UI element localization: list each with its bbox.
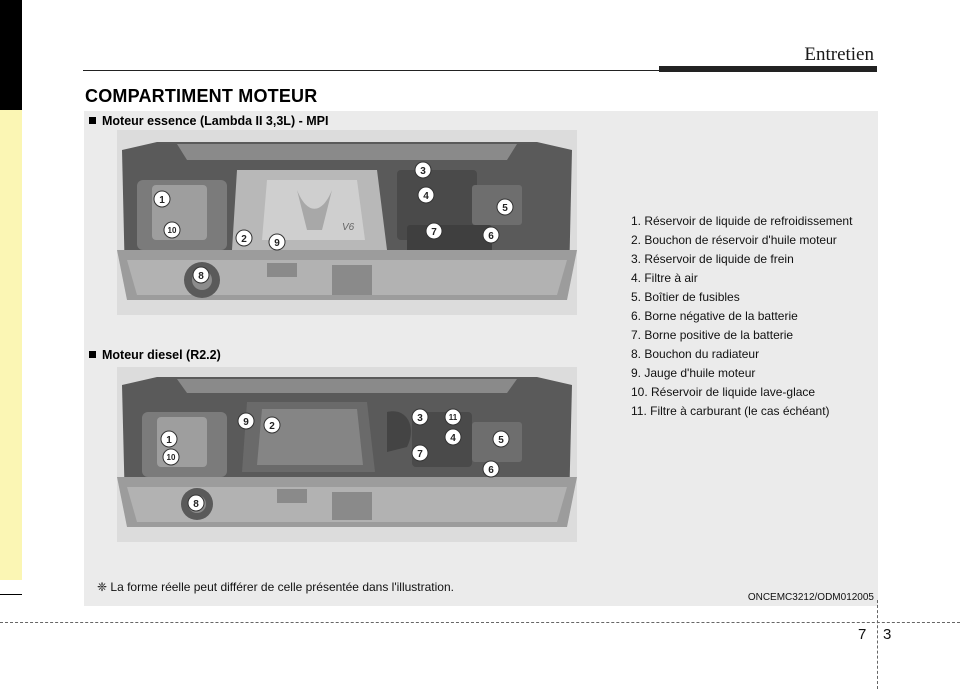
legend-item: 5. Boîtier de fusibles bbox=[631, 290, 740, 304]
callout-7: 7 bbox=[411, 444, 429, 462]
svg-text:10: 10 bbox=[168, 226, 177, 235]
svg-text:3: 3 bbox=[420, 166, 426, 177]
chapter-tab bbox=[0, 0, 22, 580]
petrol-caption-text: Moteur essence (Lambda II 3,3L) - MPI bbox=[102, 114, 329, 128]
callout-6: 6 bbox=[482, 460, 500, 478]
legend-item: 9. Jauge d'huile moteur bbox=[631, 366, 756, 380]
svg-text:5: 5 bbox=[498, 435, 504, 446]
callout-10: 10 bbox=[163, 221, 181, 239]
svg-text:7: 7 bbox=[431, 227, 437, 238]
svg-text:2: 2 bbox=[241, 234, 247, 245]
legend-item: 1. Réservoir de liquide de refroidisseme… bbox=[631, 214, 853, 228]
callout-10: 10 bbox=[162, 448, 180, 466]
callout-4: 4 bbox=[417, 186, 435, 204]
illustration-note: ❈ La forme réelle peut différer de celle… bbox=[97, 580, 454, 594]
svg-text:5: 5 bbox=[502, 203, 508, 214]
component-legend: 1. Réservoir de liquide de refroidisseme… bbox=[631, 212, 852, 421]
svg-text:6: 6 bbox=[488, 231, 494, 242]
petrol-engine-caption: Moteur essence (Lambda II 3,3L) - MPI bbox=[89, 114, 328, 128]
svg-text:10: 10 bbox=[167, 453, 176, 462]
legend-item: 4. Filtre à air bbox=[631, 271, 698, 285]
legend-item: 8. Bouchon du radiateur bbox=[631, 347, 760, 361]
callout-9: 9 bbox=[237, 412, 255, 430]
legend-item: 11. Filtre à carburant (le cas échéant) bbox=[631, 404, 830, 418]
svg-text:3: 3 bbox=[417, 413, 423, 424]
callout-4: 4 bbox=[444, 428, 462, 446]
callout-8: 8 bbox=[192, 266, 210, 284]
svg-text:2: 2 bbox=[269, 421, 275, 432]
svg-text:1: 1 bbox=[159, 195, 165, 206]
callout-9: 9 bbox=[268, 233, 286, 251]
legend-item: 10. Réservoir de liquide lave-glace bbox=[631, 385, 816, 399]
svg-text:8: 8 bbox=[198, 271, 204, 282]
callout-1: 1 bbox=[160, 430, 178, 448]
svg-text:6: 6 bbox=[488, 465, 494, 476]
callout-8: 8 bbox=[187, 494, 205, 512]
petrol-engine-illustration: V6 1 2 3 4 5 6 7 8 9 10 bbox=[117, 130, 577, 315]
page-heading: COMPARTIMENT MOTEUR bbox=[85, 86, 318, 106]
diesel-engine-illustration: 1 2 3 4 5 6 7 8 9 10 11 bbox=[117, 367, 577, 542]
diesel-caption-text: Moteur diesel (R2.2) bbox=[102, 348, 221, 362]
legend-item: 3. Réservoir de liquide de frein bbox=[631, 252, 794, 266]
svg-text:4: 4 bbox=[423, 191, 429, 202]
page-number: 3 bbox=[883, 626, 892, 643]
svg-text:8: 8 bbox=[193, 499, 199, 510]
svg-text:7: 7 bbox=[417, 449, 423, 460]
callout-5: 5 bbox=[492, 430, 510, 448]
bullet-square-icon bbox=[89, 117, 96, 124]
svg-text:9: 9 bbox=[243, 417, 249, 428]
chapter-number: 7 bbox=[858, 626, 867, 643]
engine-badge: V6 bbox=[342, 222, 355, 233]
callout-3: 3 bbox=[411, 408, 429, 426]
legend-item: 6. Borne négative de la batterie bbox=[631, 309, 798, 323]
header-bar bbox=[659, 66, 877, 72]
reference-code: ONCEMC3212/ODM012005 bbox=[747, 592, 874, 603]
callout-7: 7 bbox=[425, 222, 443, 240]
svg-text:11: 11 bbox=[449, 413, 458, 422]
svg-text:9: 9 bbox=[274, 238, 280, 249]
legend-item: 2. Bouchon de réservoir d'huile moteur bbox=[631, 233, 837, 247]
callout-5: 5 bbox=[496, 198, 514, 216]
legend-item: 7. Borne positive de la batterie bbox=[631, 328, 794, 342]
diesel-engine-caption: Moteur diesel (R2.2) bbox=[89, 348, 221, 362]
side-rule bbox=[0, 594, 22, 595]
svg-text:1: 1 bbox=[166, 435, 172, 446]
callout-2: 2 bbox=[235, 229, 253, 247]
header-rule bbox=[83, 70, 659, 71]
section-title: Entretien bbox=[804, 44, 874, 65]
callout-3: 3 bbox=[414, 161, 432, 179]
footer-rule bbox=[0, 622, 960, 623]
callout-2: 2 bbox=[263, 416, 281, 434]
svg-text:4: 4 bbox=[450, 433, 456, 444]
callout-11: 11 bbox=[444, 408, 462, 426]
footer-divider bbox=[877, 600, 878, 689]
bullet-square-icon bbox=[89, 351, 96, 358]
chapter-tab-marker bbox=[0, 0, 22, 110]
callout-6: 6 bbox=[482, 226, 500, 244]
callout-1: 1 bbox=[153, 190, 171, 208]
